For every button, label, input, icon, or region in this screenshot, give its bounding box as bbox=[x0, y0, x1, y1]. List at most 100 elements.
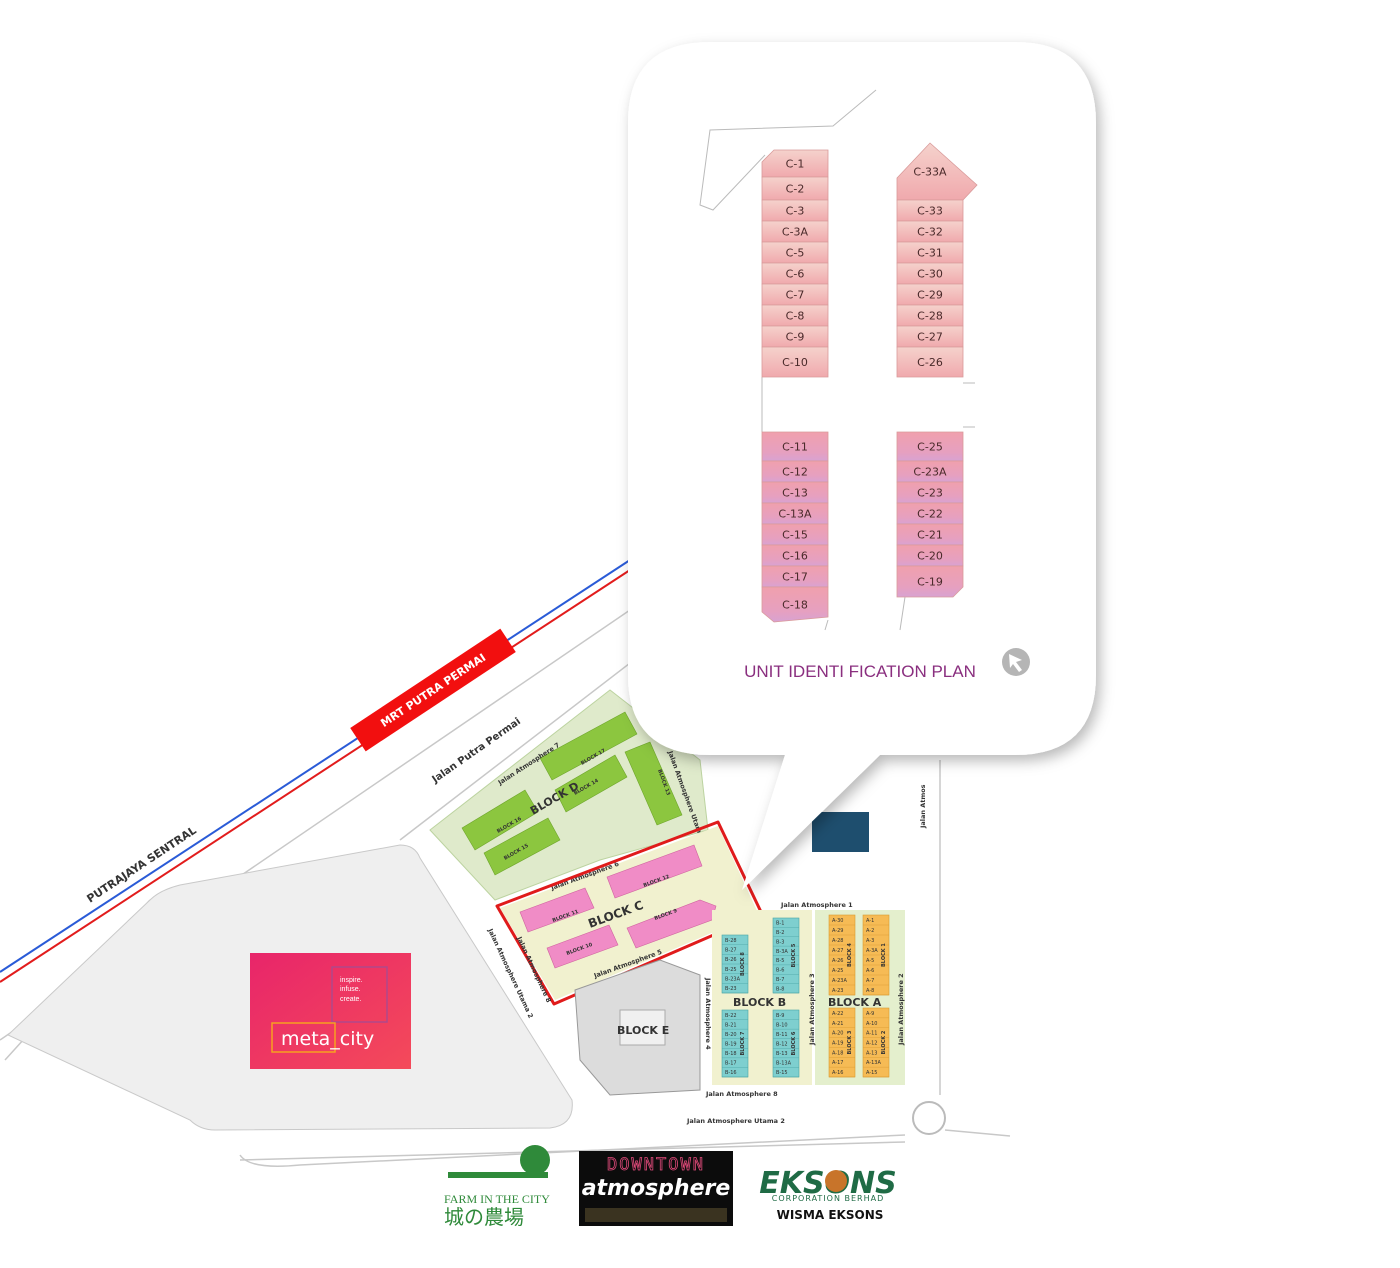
unit-label: A-5 bbox=[866, 958, 874, 964]
unit-label: C-23 bbox=[917, 487, 943, 500]
unit-label: C-7 bbox=[786, 289, 805, 302]
unit-c-25[interactable]: C-25 bbox=[896, 431, 964, 462]
block-13[interactable] bbox=[624, 741, 683, 826]
block-15[interactable] bbox=[483, 817, 561, 876]
unit-c-23[interactable]: C-23 bbox=[896, 481, 964, 504]
unit-label: C-13 bbox=[782, 487, 808, 500]
unit-label: C-19 bbox=[917, 576, 943, 589]
unit-label: C-8 bbox=[786, 310, 805, 323]
road-jalan-atmosphere-8: Jalan Atmosphere 8 bbox=[705, 1090, 778, 1098]
unit-c-20[interactable]: C-20 bbox=[896, 544, 964, 567]
unit-label: C-16 bbox=[782, 550, 808, 563]
unit-c-19[interactable]: C-19 bbox=[896, 565, 964, 598]
unit-c-9[interactable]: C-9 bbox=[761, 325, 829, 348]
unit-c-18[interactable]: C-18 bbox=[761, 586, 829, 623]
unit-label: C-18 bbox=[782, 599, 808, 612]
unit-label: B-13A bbox=[776, 1061, 792, 1067]
unit-label: B-16 bbox=[725, 1070, 737, 1076]
unit-label: C-9 bbox=[786, 331, 805, 344]
unit-label: A-27 bbox=[832, 948, 843, 954]
unit-label: C-3 bbox=[786, 205, 805, 218]
unit-c-10[interactable]: C-10 bbox=[761, 346, 829, 378]
unit-label: A-23A bbox=[832, 978, 847, 984]
unit-c-5[interactable]: C-5 bbox=[761, 241, 829, 264]
unit-c-3[interactable]: C-3 bbox=[761, 199, 829, 222]
unit-c-22[interactable]: C-22 bbox=[896, 502, 964, 525]
unit-c-31[interactable]: C-31 bbox=[896, 241, 964, 264]
svg-text:FARM IN THE CITY: FARM IN THE CITY bbox=[444, 1192, 550, 1206]
unit-c-13[interactable]: C-13 bbox=[761, 481, 829, 504]
unit-label: C-21 bbox=[917, 529, 943, 542]
unit-c-3a[interactable]: C-3A bbox=[761, 220, 829, 243]
sub-block-label: BLOCK 1 bbox=[881, 943, 887, 967]
unit-label: B-10 bbox=[776, 1022, 788, 1028]
roundabout bbox=[912, 1101, 946, 1135]
unit-label: C-20 bbox=[917, 550, 943, 563]
unit-label: A-15 bbox=[866, 1070, 877, 1076]
svg-text:infuse.: infuse. bbox=[340, 986, 361, 993]
unit-label: A-12 bbox=[866, 1041, 877, 1047]
unit-c-21[interactable]: C-21 bbox=[896, 523, 964, 546]
unit-c-17[interactable]: C-17 bbox=[761, 565, 829, 588]
unit-c-1[interactable]: C-1 bbox=[761, 149, 829, 178]
unit-label: B-13 bbox=[776, 1051, 788, 1057]
unit-label: A-30 bbox=[832, 918, 843, 924]
unit-label: B-23 bbox=[725, 986, 737, 992]
sub-block-label: BLOCK 4 bbox=[847, 943, 853, 967]
unit-label: C-6 bbox=[786, 268, 805, 281]
block-17[interactable] bbox=[539, 711, 638, 781]
unit-label: B-19 bbox=[725, 1042, 737, 1048]
road-jalan-atmosphere-1: Jalan Atmosphere 1 bbox=[780, 901, 853, 909]
unit-label: B-27 bbox=[725, 948, 737, 954]
unit-label: A-13 bbox=[866, 1050, 877, 1056]
block-12[interactable] bbox=[606, 844, 703, 899]
unit-c-2[interactable]: C-2 bbox=[761, 176, 829, 201]
unit-c-33a[interactable]: C-33A bbox=[896, 142, 978, 201]
unit-label: A-8 bbox=[866, 988, 874, 994]
block-16[interactable] bbox=[461, 789, 539, 851]
unit-c-13a[interactable]: C-13A bbox=[761, 502, 829, 525]
unit-c-11[interactable]: C-11 bbox=[761, 431, 829, 462]
unit-c-16[interactable]: C-16 bbox=[761, 544, 829, 567]
block-11[interactable] bbox=[519, 887, 595, 933]
unit-label: C-13A bbox=[778, 508, 812, 521]
unit-label: B-21 bbox=[725, 1022, 737, 1028]
unit-label: A-9 bbox=[866, 1011, 874, 1017]
unit-label: B-9 bbox=[776, 1013, 784, 1019]
unit-c-32[interactable]: C-32 bbox=[896, 220, 964, 243]
unit-label: B-3A bbox=[776, 949, 788, 955]
unit-label: A-20 bbox=[832, 1031, 843, 1037]
unit-label: A-22 bbox=[832, 1011, 843, 1017]
unit-c-27[interactable]: C-27 bbox=[896, 325, 964, 348]
unit-label: C-1 bbox=[786, 158, 805, 171]
unit-c-33[interactable]: C-33 bbox=[896, 199, 964, 222]
block-10[interactable] bbox=[546, 924, 619, 969]
unit-label: C-30 bbox=[917, 268, 943, 281]
unit-c-12[interactable]: C-12 bbox=[761, 460, 829, 483]
unit-c-30[interactable]: C-30 bbox=[896, 262, 964, 285]
unit-c-26[interactable]: C-26 bbox=[896, 346, 964, 378]
north-arrow-icon bbox=[1002, 648, 1030, 676]
unit-label: C-27 bbox=[917, 331, 943, 344]
unit-c-15[interactable]: C-15 bbox=[761, 523, 829, 546]
unit-c-7[interactable]: C-7 bbox=[761, 283, 829, 306]
unit-label: C-32 bbox=[917, 226, 943, 239]
unit-c-6[interactable]: C-6 bbox=[761, 262, 829, 285]
unit-c-28[interactable]: C-28 bbox=[896, 304, 964, 327]
unit-c-29[interactable]: C-29 bbox=[896, 283, 964, 306]
road-jalan-atmos: Jalan Atmos bbox=[919, 784, 927, 829]
unit-label: C-5 bbox=[786, 247, 805, 260]
unit-c-8[interactable]: C-8 bbox=[761, 304, 829, 327]
unit-c-23a[interactable]: C-23A bbox=[896, 460, 964, 483]
block-14[interactable] bbox=[554, 754, 628, 813]
unit-label: A-29 bbox=[832, 928, 843, 934]
sub-block-label: BLOCK 5 bbox=[791, 943, 797, 967]
